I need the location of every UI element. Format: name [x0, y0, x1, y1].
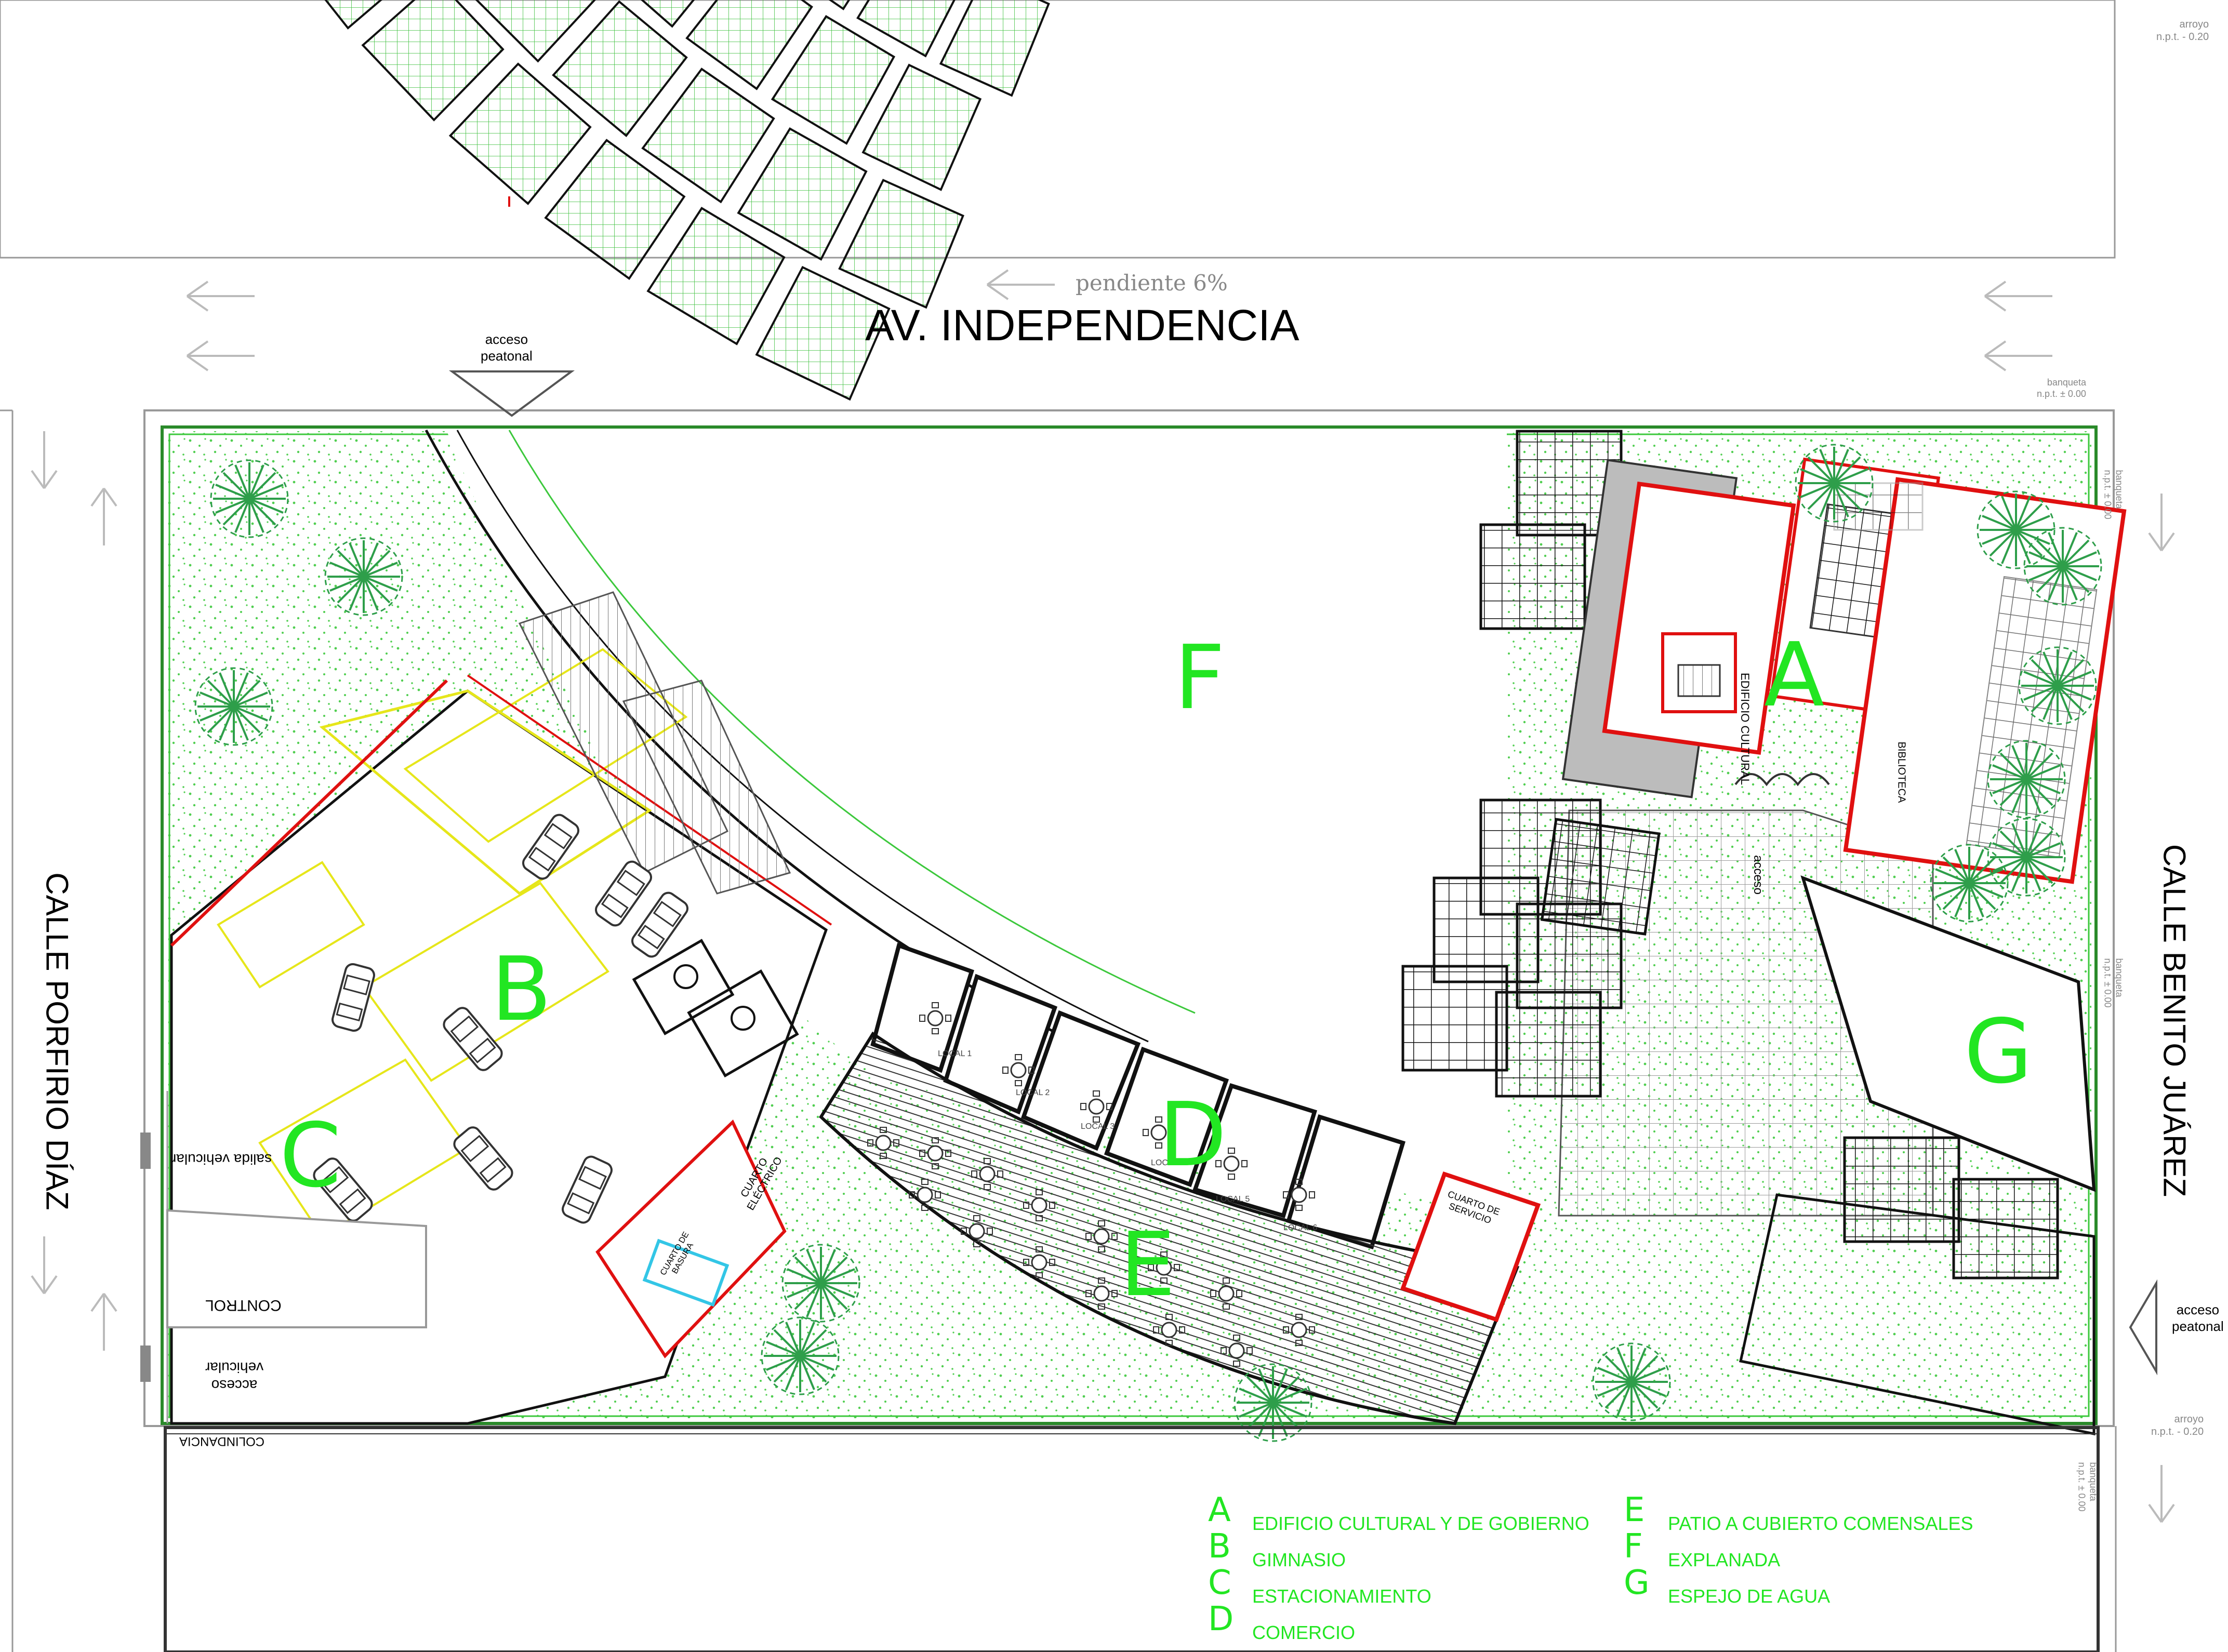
explanada-tile: [544, 139, 686, 280]
vehicular-entry-label: acceso vehicular: [205, 1358, 263, 1394]
level-banqueta-right-top: banqueta n.p.t. ± 0.00: [2102, 470, 2125, 519]
explanada-grid: [324, 0, 1050, 401]
explanada-tile: [475, 0, 596, 63]
level-banqueta-top-line2: n.p.t. ± 0.00: [2037, 389, 2086, 399]
zone-letter-e: E: [1120, 1214, 1176, 1316]
explanada-tile: [646, 207, 786, 345]
biblioteca-label: BIBLIOTECA: [1895, 741, 1907, 803]
legend-letter-d: D: [1208, 1600, 1234, 1638]
pedestrian-access-right-line1: acceso: [2176, 1302, 2220, 1317]
legend-text-e: PATIO A CUBIERTO COMENSALES: [1668, 1513, 1973, 1534]
level-arroyo-bottom-line1: arroyo: [2174, 1414, 2204, 1425]
explanada-tile: [685, 0, 813, 90]
pedestrian-access-top-line2: peatonal: [481, 348, 533, 364]
legend-text-c: ESTACIONAMIENTO: [1252, 1586, 1431, 1607]
pedestrian-access-top-line1: acceso: [485, 331, 528, 347]
pedestrian-access-right: acceso peatonal: [2172, 1301, 2224, 1335]
level-arroyo-bottom-line2: n.p.t. - 0.20: [2151, 1426, 2204, 1437]
level-banqueta-right-mid-line2: n.p.t. ± 0.00: [2102, 958, 2113, 1008]
legend-letter-c: C: [1208, 1564, 1231, 1602]
building-access-label: acceso: [1751, 855, 1766, 895]
street-east-label: CALLE BENITO JUÁREZ: [2157, 844, 2192, 1197]
vehicular-entry-line1: acceso: [211, 1377, 258, 1393]
local-1-label: LOCAL 1: [938, 1049, 972, 1058]
legend-text-b: GIMNASIO: [1252, 1549, 1346, 1570]
level-banqueta-right-top-line2: n.p.t. ± 0.00: [2102, 470, 2113, 519]
explanada-tile: [856, 0, 956, 58]
explanada-tile: [448, 62, 592, 205]
level-banqueta-right-mid-line1: banqueta: [2114, 958, 2125, 997]
legend-text-d: COMERCIO: [1252, 1622, 1355, 1643]
explanada-tile: [324, 0, 383, 30]
level-banqueta-bottom-line1: banqueta: [2088, 1462, 2099, 1501]
explanada-tile: [755, 265, 891, 401]
level-arroyo-top-line2: n.p.t. - 0.20: [2156, 31, 2209, 43]
street-north-label: AV. INDEPENDENCIA: [865, 301, 1299, 350]
vehicular-entry-line2: vehicular: [205, 1360, 264, 1376]
explanada-tile: [737, 127, 868, 261]
level-banqueta-bottom-line2: n.p.t. ± 0.00: [2076, 1462, 2087, 1512]
legend-letter-g: G: [1624, 1564, 1650, 1602]
explanada-tile: [552, 0, 688, 137]
level-banqueta-right-mid: banqueta n.p.t. ± 0.00: [2102, 958, 2125, 1008]
local-6-label: LOCAL 6: [1283, 1223, 1318, 1232]
legend-letter-a: A: [1208, 1491, 1231, 1529]
local-2-label: LOCAL 2: [1016, 1088, 1050, 1097]
level-banqueta-top-line1: banqueta: [2047, 377, 2086, 388]
pedestrian-access-top: acceso peatonal: [481, 331, 533, 364]
local-4-label: LOCAL 4: [1151, 1158, 1185, 1167]
explanada-tile: [838, 179, 964, 309]
zone-letter-a: A: [1764, 624, 1825, 727]
legend-letter-b: B: [1208, 1527, 1231, 1566]
explanada-tile: [361, 0, 505, 122]
explanada-tile: [939, 0, 1050, 97]
level-arroyo-bottom: arroyo n.p.t. - 0.20: [2151, 1413, 2204, 1438]
explanada-tile: [861, 63, 982, 191]
vehicular-exit-label: salida vehicular: [171, 1151, 272, 1167]
explanada-tile: [641, 68, 775, 204]
street-west-label: CALLE PORFIRIO DÍAZ: [39, 872, 75, 1210]
level-banqueta-top: banqueta n.p.t. ± 0.00: [2037, 377, 2086, 399]
slope-label: pendiente 6%: [1076, 270, 1228, 296]
level-banqueta-bottom: banqueta n.p.t. ± 0.00: [2076, 1462, 2099, 1512]
level-arroyo-top: arroyo n.p.t. - 0.20: [2156, 18, 2209, 43]
legend-letter-e: E: [1624, 1491, 1645, 1529]
explanada-tile: [828, 0, 851, 10]
edificio-cultural-building: [1561, 457, 2127, 884]
zone-letter-c: C: [280, 1104, 341, 1207]
zone-letter-g: G: [1964, 1001, 2033, 1103]
local-5-label: LOCAL 5: [1216, 1195, 1250, 1204]
explanada-tile: [640, 0, 695, 28]
level-banqueta-right-top-line1: banqueta: [2114, 470, 2125, 509]
zone-letter-b: B: [491, 938, 552, 1041]
legend-text-f: EXPLANADA: [1668, 1549, 1781, 1570]
level-arroyo-top-line1: arroyo: [2179, 19, 2209, 30]
legend-text-a: EDIFICIO CULTURAL Y DE GOBIERNO: [1252, 1513, 1589, 1534]
legend-text-g: ESPEJO DE AGUA: [1668, 1586, 1831, 1607]
pedestrian-access-right-line2: peatonal: [2172, 1318, 2224, 1334]
local-3-label: LOCAL 3: [1081, 1122, 1115, 1131]
zone-letter-d: D: [1159, 1084, 1227, 1187]
zone-letter-f: F: [1174, 627, 1225, 729]
control-label: CONTROL: [205, 1297, 282, 1314]
colindancia-label: COLINDANCIA: [179, 1434, 265, 1448]
legend-letter-f: F: [1624, 1527, 1643, 1566]
explanada-tile: [771, 15, 896, 145]
edificio-cultural-label: EDIFICIO CULTURAL: [1738, 673, 1752, 785]
